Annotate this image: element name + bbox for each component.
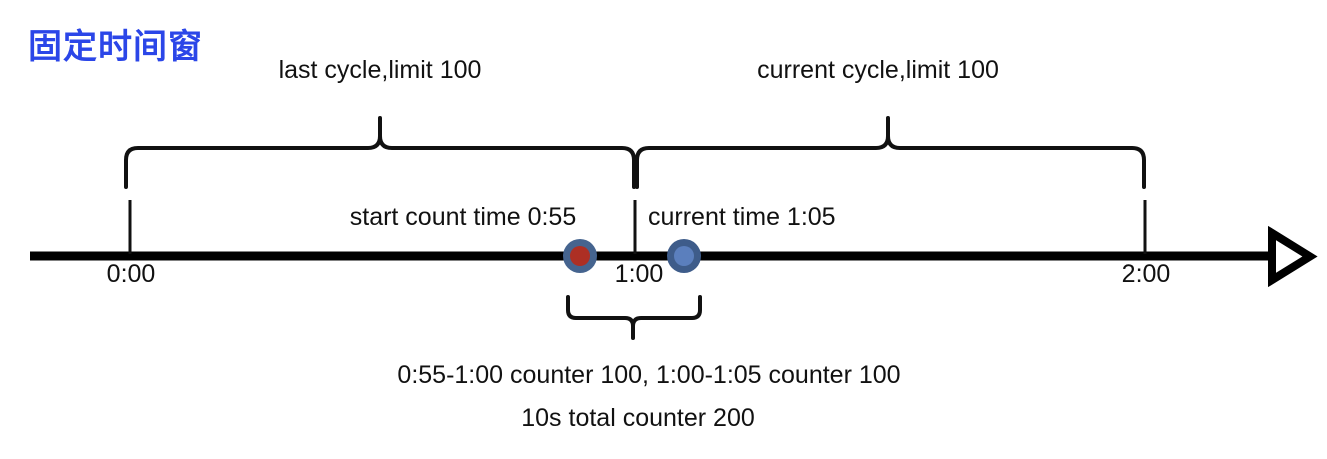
label-total-counter: 10s total counter 200 [521, 404, 755, 432]
brace-counting-window [566, 295, 702, 340]
start-count-marker-core [570, 246, 590, 266]
axis-tick-label-1-00: 1:00 [614, 260, 664, 288]
axis-tick-label-0-00: 0:00 [106, 260, 156, 288]
page-title: 固定时间窗 [28, 28, 203, 66]
axis-tick-label-2-00: 2:00 [1121, 260, 1171, 288]
label-counter-breakdown: 0:55-1:00 counter 100, 1:00-1:05 counter… [397, 361, 901, 389]
brace-last-cycle [124, 116, 636, 189]
label-start-count-time: start count time 0:55 [349, 203, 577, 231]
label-last-cycle: last cycle,limit 100 [278, 56, 482, 84]
label-current-cycle: current cycle,limit 100 [757, 56, 999, 84]
label-current-time: current time 1:05 [648, 203, 836, 231]
brace-current-cycle [635, 116, 1146, 189]
current-time-marker-core [674, 246, 694, 266]
arrow-right-open-icon [1268, 225, 1318, 288]
